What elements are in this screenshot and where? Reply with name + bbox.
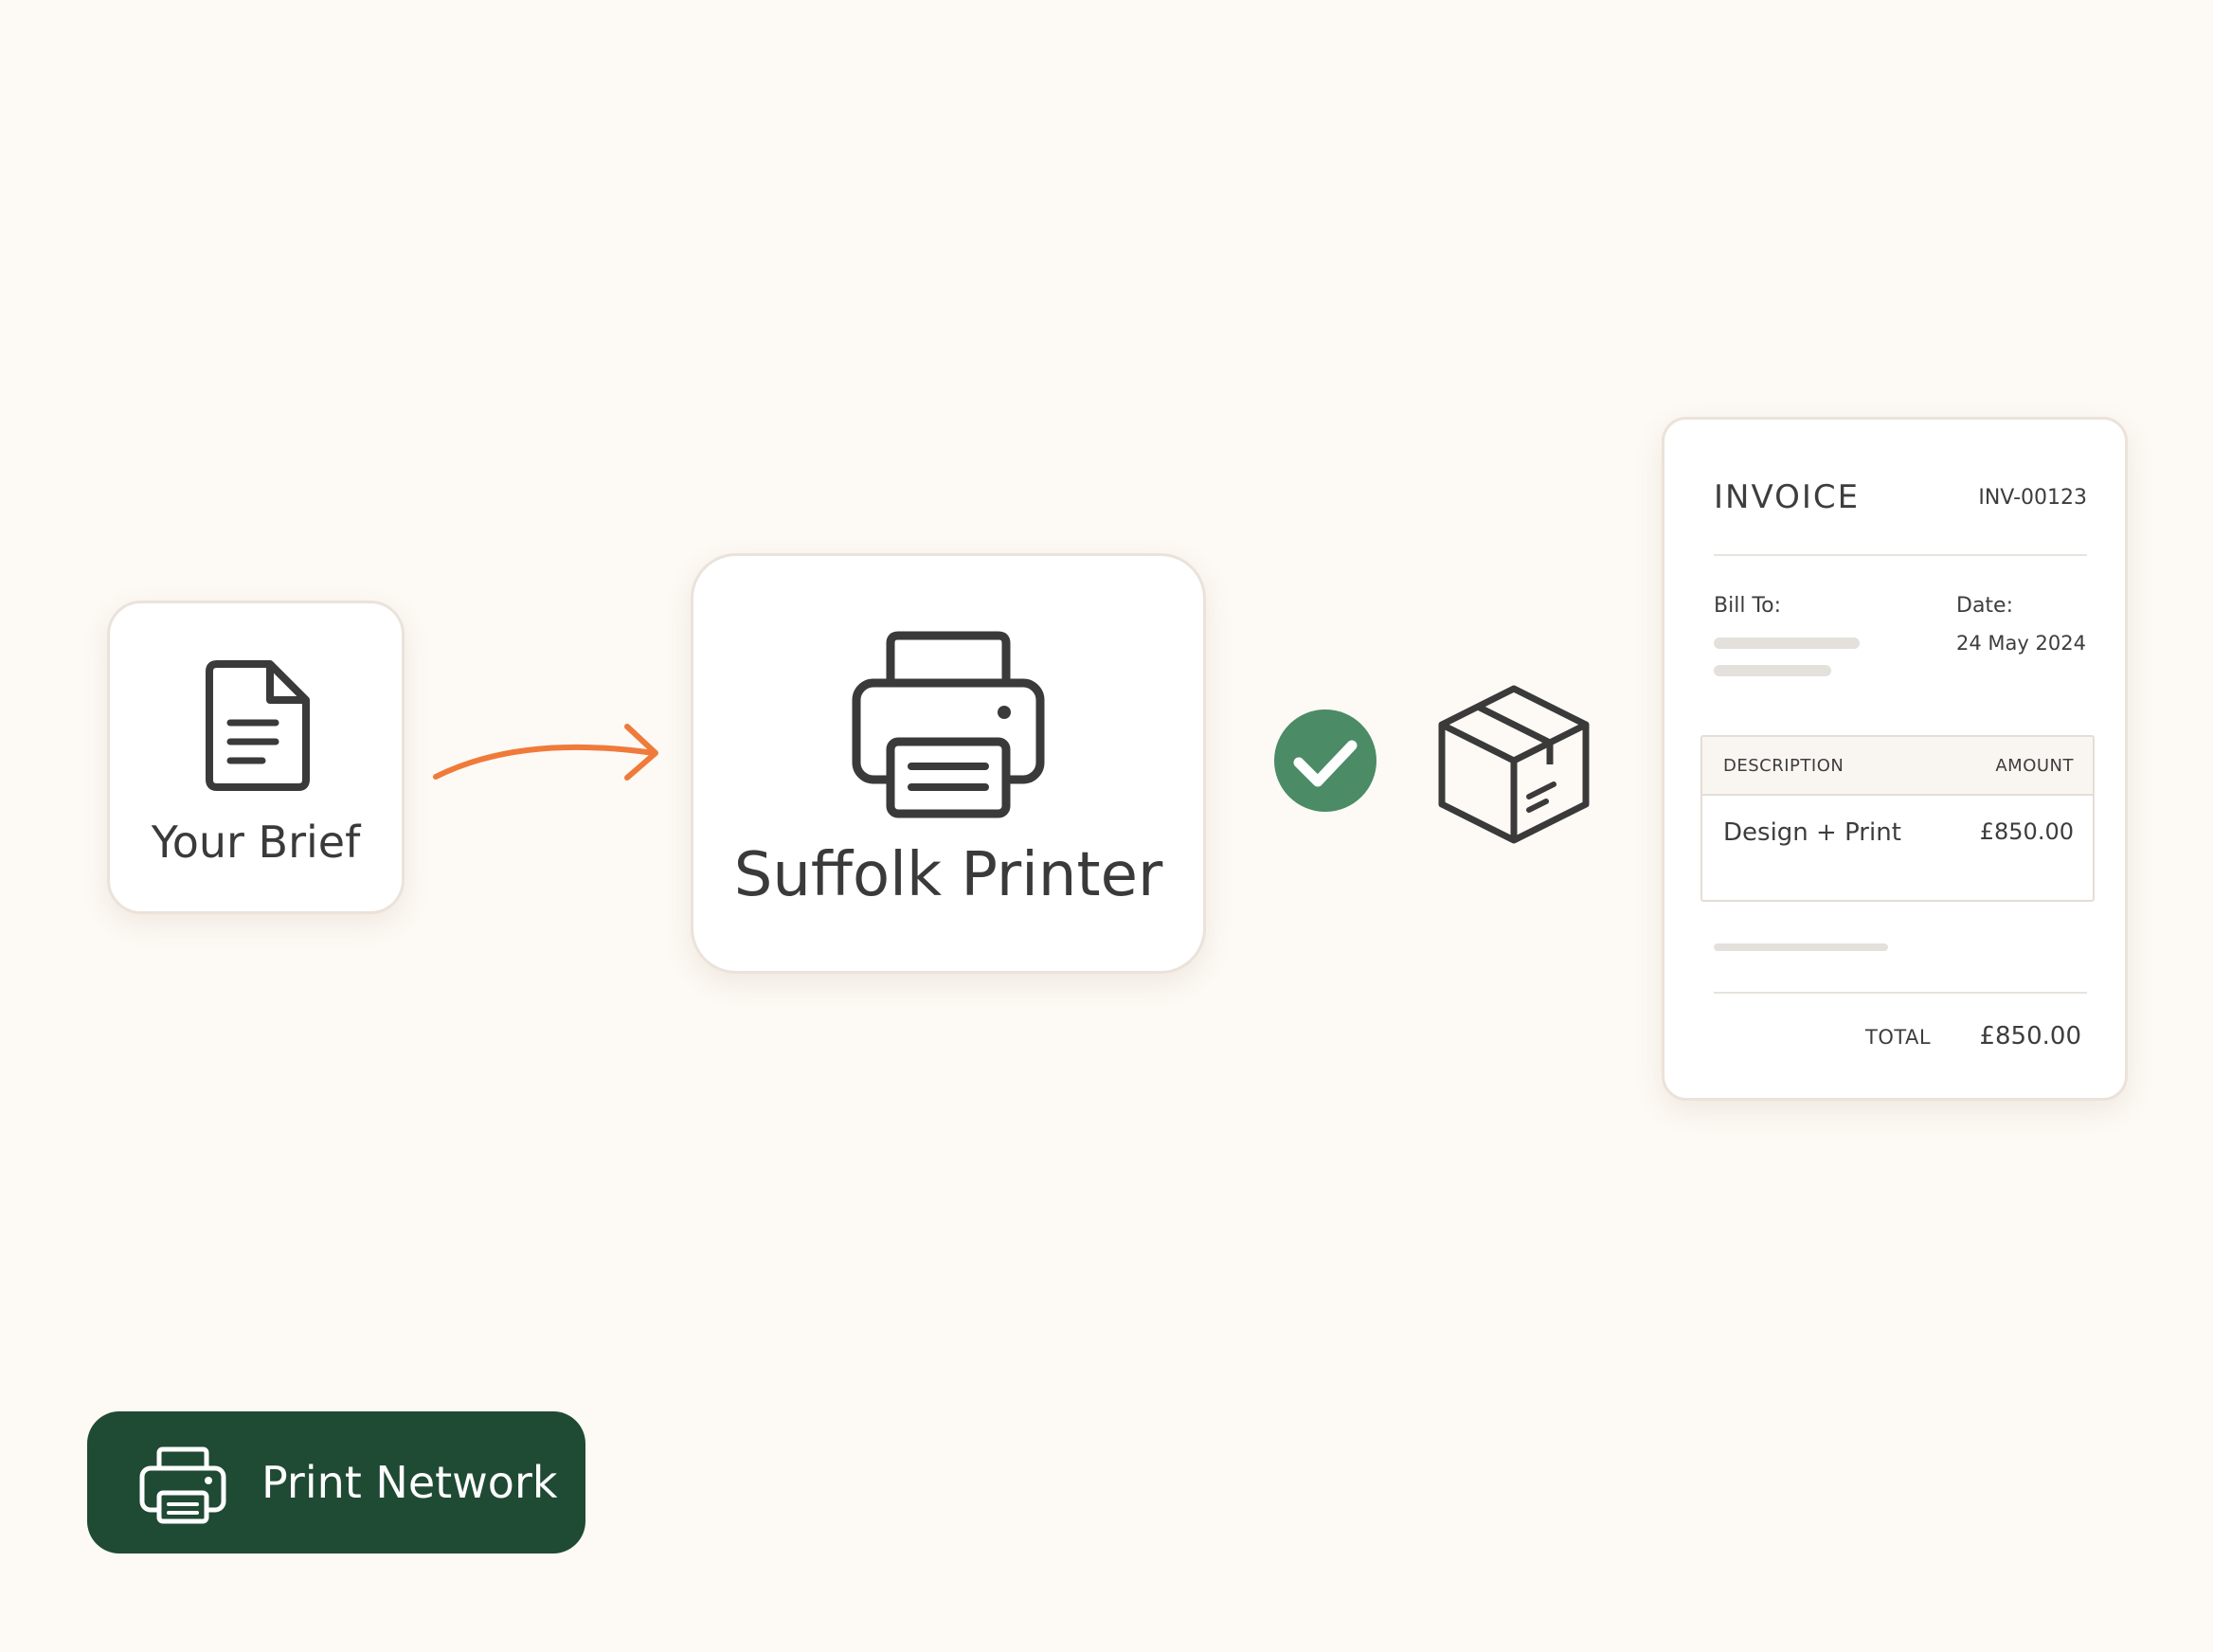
total-value: £850.00 — [1979, 1022, 2081, 1050]
bill-to-placeholder-line — [1714, 637, 1860, 649]
invoice-title: INVOICE — [1714, 478, 1861, 516]
printer-icon — [852, 631, 1045, 818]
invoice-number: INV-00123 — [1978, 486, 2087, 510]
column-header-amount: AMOUNT — [1995, 756, 2074, 776]
date-value: 24 May 2024 — [1956, 632, 2086, 655]
package-box-icon — [1438, 685, 1590, 844]
brief-card: Your Brief — [107, 601, 405, 914]
row-amount: £850.00 — [1979, 818, 2074, 845]
print-network-badge: Print Network — [87, 1411, 585, 1553]
divider — [1714, 992, 2087, 994]
badge-printer-icon — [139, 1446, 226, 1524]
brief-label: Your Brief — [151, 817, 361, 868]
date-label: Date: — [1956, 594, 2013, 618]
printer-label: Suffolk Printer — [733, 840, 1163, 910]
divider — [1714, 554, 2087, 556]
checkmark-icon — [1274, 709, 1376, 812]
bill-to-label: Bill To: — [1714, 594, 1781, 618]
printer-card: Suffolk Printer — [691, 553, 1206, 974]
bill-to-placeholder-line — [1714, 665, 1831, 676]
invoice-table: DESCRIPTION AMOUNT Design + Print £850.0… — [1700, 735, 2095, 902]
total-label: TOTAL — [1865, 1026, 1932, 1049]
badge-label: Print Network — [261, 1457, 558, 1508]
arrow-icon — [433, 724, 658, 781]
column-header-description: DESCRIPTION — [1723, 756, 1844, 776]
row-description: Design + Print — [1723, 818, 1901, 847]
document-icon — [206, 660, 310, 791]
invoice-card: INVOICE INV-00123 Bill To: Date: 24 May … — [1662, 417, 2128, 1101]
placeholder-line — [1714, 943, 1888, 951]
invoice-table-header: DESCRIPTION AMOUNT — [1702, 737, 2093, 796]
